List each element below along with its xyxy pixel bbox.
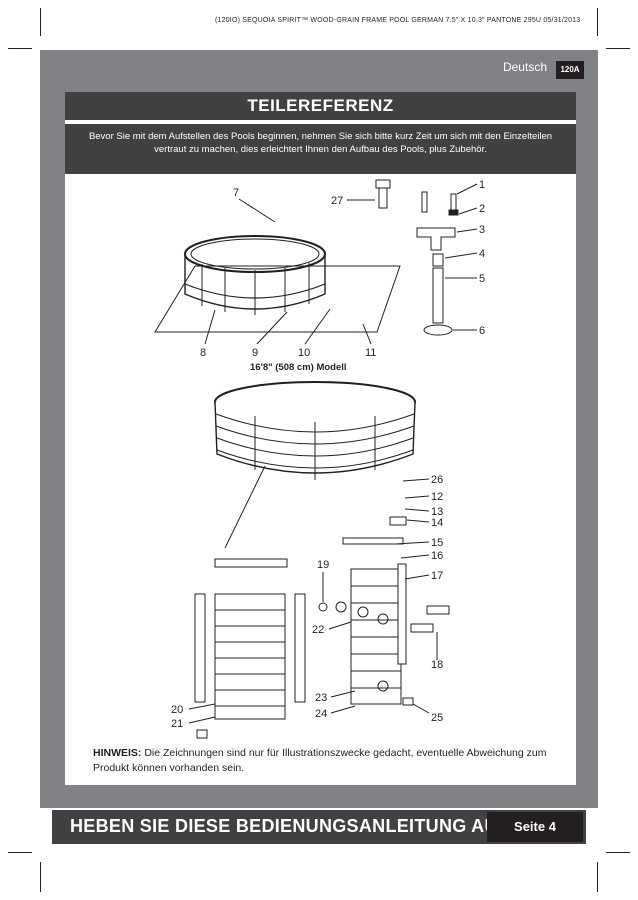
top-rail-right — [342, 537, 404, 545]
callout-24: 24 — [315, 708, 327, 720]
callout-17: 17 — [431, 570, 443, 582]
callout-27: 27 — [331, 195, 343, 207]
valve-part-27 — [378, 185, 388, 209]
callout-26: 26 — [431, 474, 443, 486]
parts-diagram: 7 27 1 2 3 4 5 6 8 9 10 11 26 12 13 14 1… — [154, 179, 485, 739]
crop-mark — [606, 852, 630, 853]
note-text: Die Zeichnungen sind nur für Illustratio… — [93, 747, 547, 774]
crop-mark — [8, 48, 32, 49]
part-18 — [426, 605, 450, 615]
callout-4: 4 — [479, 248, 485, 260]
language-label: Deutsch — [502, 60, 547, 74]
callout-18: 18 — [431, 659, 443, 671]
note-label: HINWEIS: — [93, 747, 142, 759]
page-number: Seite 4 — [487, 812, 583, 842]
callout-22: 22 — [312, 624, 324, 636]
callout-6: 6 — [479, 325, 485, 337]
footer-slogan: HEBEN SIE DIESE BEDIENUNGSANLEITUNG AUF — [70, 816, 510, 836]
callout-3: 3 — [479, 224, 485, 236]
callout-16: 16 — [431, 550, 443, 562]
callout-23: 23 — [315, 692, 327, 704]
part-25 — [402, 697, 414, 706]
callout-12: 12 — [431, 491, 443, 503]
callout-1: 1 — [479, 179, 485, 191]
callout-9: 9 — [252, 347, 258, 359]
vertical-post-mid — [294, 593, 306, 703]
wall-panel-stack-right — [350, 568, 402, 705]
ground-cloth-outline — [154, 265, 401, 333]
leg-foot-part-6 — [423, 324, 453, 336]
callout-10: 10 — [298, 347, 310, 359]
section-title: TEILEREFERENZ — [65, 92, 576, 120]
callout-14: 14 — [431, 517, 443, 529]
callout-25: 25 — [431, 712, 443, 724]
crop-mark — [597, 862, 598, 892]
callout-20: 20 — [171, 704, 183, 716]
leg-part-5 — [432, 267, 444, 324]
callout-15: 15 — [431, 537, 443, 549]
crop-mark — [8, 852, 32, 853]
page-code-badge: 120A — [556, 61, 584, 79]
callout-7: 7 — [233, 187, 239, 199]
t-joint-part-3 — [416, 227, 456, 251]
print-info: (120IO) SEQUOIA SPIRIT™ WOOD-GRAIN FRAME… — [215, 17, 581, 24]
note: HINWEIS: Die Zeichnungen sind nur für Il… — [93, 746, 563, 776]
crop-mark — [40, 862, 41, 892]
part-14 — [389, 516, 407, 526]
callout-21: 21 — [171, 718, 183, 730]
pool-top-rail — [184, 235, 326, 273]
part-19 — [318, 602, 328, 612]
callout-13: 13 — [431, 506, 443, 518]
vertical-post-right — [397, 563, 407, 665]
crop-mark — [40, 8, 41, 36]
callout-11: 11 — [365, 347, 376, 359]
rod-part-1 — [421, 191, 428, 213]
callout-19: 19 — [317, 559, 329, 571]
wall-panel-stack-left — [214, 593, 286, 720]
vertical-post-left — [194, 593, 206, 703]
top-rail-part — [214, 558, 288, 568]
intro-text: Bevor Sie mit dem Aufstellen des Pools b… — [65, 124, 576, 174]
crop-mark — [606, 48, 630, 49]
model-label: 16'8" (508 cm) Modell — [250, 362, 347, 373]
callout-5: 5 — [479, 273, 485, 285]
callout-8: 8 — [200, 347, 206, 359]
leg-cap-part-4 — [432, 253, 444, 267]
callout-2: 2 — [479, 203, 485, 215]
crop-mark — [597, 8, 598, 36]
